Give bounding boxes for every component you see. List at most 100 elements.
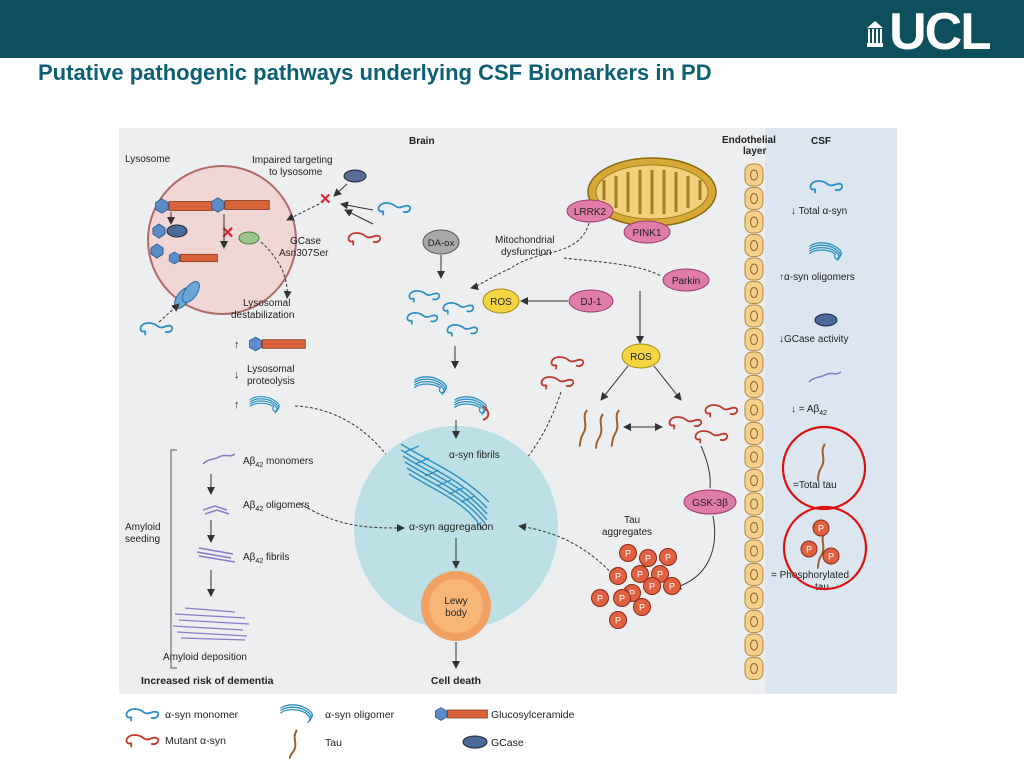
endothelial-cell <box>744 328 764 351</box>
header-bar: UCL <box>0 0 1024 58</box>
impaired-targeting-label: Impaired targeting <box>252 155 333 166</box>
portico-icon <box>867 21 884 47</box>
abeta-fibrils-label: Aβ42 fibrils <box>243 552 289 565</box>
phospho-site <box>609 567 627 585</box>
svg-text:Asn307Ser: Asn307Ser <box>279 248 329 259</box>
svg-text:GCase: GCase <box>491 737 524 749</box>
phospho-label: P <box>665 553 671 563</box>
svg-text:dysfunction: dysfunction <box>501 247 552 258</box>
endothelial-cell <box>744 257 764 281</box>
cell-nucleus <box>750 522 758 533</box>
ros-node-2 <box>621 343 661 369</box>
phospho-label: P <box>629 589 635 599</box>
cell-nucleus <box>750 451 758 463</box>
highlight-ring-ptau <box>782 505 868 591</box>
lewy-label: Lewy <box>444 596 467 607</box>
endothelial-cell <box>744 187 764 210</box>
cell-nucleus <box>750 216 758 228</box>
aggregation-label: α-syn aggregation <box>409 521 493 533</box>
endothelial-cell <box>744 516 764 539</box>
legend-tau: Tau <box>288 729 342 759</box>
cell-nucleus <box>750 428 758 439</box>
svg-text:proteolysis: proteolysis <box>247 376 295 387</box>
endothelial-cell <box>744 586 764 610</box>
endothelial-layer <box>744 163 764 680</box>
endothelial-label: Endothelial <box>722 135 776 146</box>
endothelial-cell <box>744 375 764 398</box>
endothelial-cell <box>744 163 764 187</box>
dysfunction-label: Mitochondrial <box>495 235 554 246</box>
phospho-label: P <box>657 570 663 580</box>
gcase-enzyme <box>343 169 367 183</box>
risk-label: Increased risk of dementia <box>141 675 274 687</box>
svg-text:destabilization: destabilization <box>231 310 294 321</box>
pink1-label: PINK1 <box>633 228 662 239</box>
cell-nucleus <box>750 498 758 510</box>
pathway-diagram: Brain Endothelial layer CSF Lysosome ✕ I… <box>119 128 897 694</box>
endothelial-cell <box>744 492 764 516</box>
fibrils-label: α-syn fibrils <box>449 450 500 461</box>
endothelial-cell <box>744 563 764 586</box>
phospho-label: P <box>639 603 645 613</box>
cell-nucleus <box>750 381 758 392</box>
svg-text:aggregates: aggregates <box>602 527 652 538</box>
cell-nucleus <box>750 357 758 369</box>
svg-text:seeding: seeding <box>125 534 160 545</box>
cell-nucleus <box>750 334 758 345</box>
phospho-label: P <box>669 582 675 592</box>
svg-text:α-syn monomer: α-syn monomer <box>165 709 239 721</box>
parkin-node <box>662 268 710 292</box>
da-ox-label: DA-ox <box>428 238 455 249</box>
legend-monomer: α-syn monomer <box>125 708 239 722</box>
destabilization-label: Lysosomal <box>243 298 290 309</box>
aggregation-zone <box>354 426 558 630</box>
svg-text:Tau: Tau <box>325 737 342 749</box>
csf-label: CSF <box>811 136 831 147</box>
parkin-label: Parkin <box>672 276 700 287</box>
phospho-label: P <box>615 572 621 582</box>
cell-nucleus <box>750 569 758 580</box>
phospho-label: P <box>649 582 655 592</box>
csf-ptau: P P P <box>800 519 840 569</box>
phospho-site <box>631 565 649 583</box>
lrrk2-node <box>566 199 614 223</box>
csf-abeta-label: ↓ = Aβ42 <box>791 404 827 417</box>
phospho-site <box>613 589 631 607</box>
svg-text:P: P <box>828 552 834 562</box>
csf-ptau-label: = Phosphorylated <box>771 570 849 581</box>
legend-mutant: Mutant α-syn <box>125 734 226 748</box>
phospho-label: P <box>645 554 651 564</box>
endothelial-cell <box>744 657 764 680</box>
csf-oligomers: ↑α-syn oligomers <box>779 272 855 283</box>
csf-total-syn: ↓ Total α-syn <box>791 206 847 217</box>
cell-nucleus <box>750 169 758 181</box>
glucose-hexagon <box>150 243 164 259</box>
tau-aggregates-label: Tau <box>624 515 640 526</box>
phospho-site <box>609 611 627 629</box>
cell-nucleus <box>750 193 758 204</box>
svg-text:Glucosylceramide: Glucosylceramide <box>491 709 575 721</box>
endothelial-cell <box>744 210 764 234</box>
amyloid-seeding-label: Amyloid <box>125 522 161 533</box>
endothelial-cell <box>744 304 764 328</box>
cell-nucleus <box>750 263 758 275</box>
phospho-site <box>643 577 661 595</box>
gcase-mutation-label: GCase <box>290 236 322 247</box>
svg-text:α-syn oligomer: α-syn oligomer <box>325 709 395 721</box>
legend: α-syn monomer α-syn oligomer Glucosylcer… <box>125 704 575 759</box>
csf-gcase <box>814 313 838 327</box>
endothelial-cell <box>744 610 764 633</box>
csf-tau <box>816 443 826 481</box>
ros-label: ROS <box>490 297 512 308</box>
abeta-fibril <box>196 547 236 563</box>
phospho-site <box>591 589 609 607</box>
block-mark: ✕ <box>319 191 332 208</box>
phospho-label: P <box>637 570 643 580</box>
cell-nucleus <box>750 663 758 674</box>
gsk-label: GSK-3β <box>692 498 728 509</box>
lrrk2-label: LRRK2 <box>574 207 607 218</box>
lewy-body <box>429 579 483 633</box>
endothelial-cell <box>744 398 764 422</box>
tau <box>578 409 588 447</box>
